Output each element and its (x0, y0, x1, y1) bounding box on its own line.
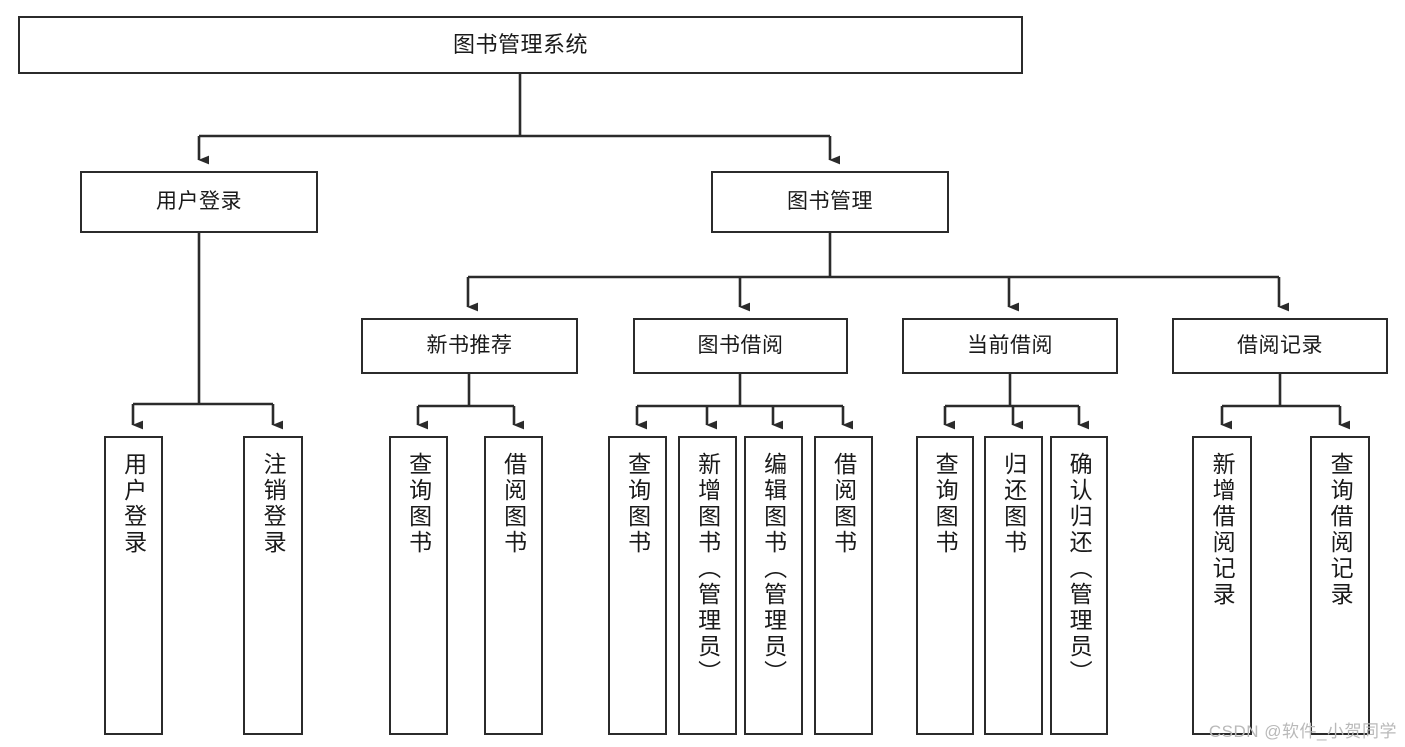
node-label: 借阅图书 (500, 452, 527, 556)
node-label: 注销登录 (260, 452, 287, 556)
edge-user-login-to-leaves (131, 233, 284, 430)
node-label: 新增图书（管理员） (694, 452, 721, 686)
edge-current-borrow-to-leaves (943, 374, 1090, 430)
edge-root-to-level1 (197, 74, 841, 165)
edge-book-manage-to-level2 (466, 233, 1290, 312)
node-label: 编辑图书（管理员） (760, 452, 787, 686)
node-leaf-query-book-borrow[interactable]: 查询图书 (608, 436, 667, 735)
node-new-book-recommend[interactable]: 新书推荐 (361, 318, 578, 374)
edge-new-book-recommend-to-leaves (416, 374, 525, 430)
node-leaf-query-book-current[interactable]: 查询图书 (916, 436, 974, 735)
node-label: 图书管理系统 (452, 32, 588, 58)
node-label: 用户登录 (120, 452, 147, 556)
node-book-manage[interactable]: 图书管理 (711, 171, 949, 233)
node-label: 当前借阅 (967, 333, 1053, 357)
node-label: 新增借阅记录 (1209, 452, 1236, 608)
edge-book-borrow-to-leaves (635, 374, 854, 430)
node-leaf-borrow-book-recommend[interactable]: 借阅图书 (484, 436, 543, 735)
node-borrow-record[interactable]: 借阅记录 (1172, 318, 1388, 374)
node-label: 归还图书 (1000, 452, 1027, 556)
node-leaf-confirm-return-admin[interactable]: 确认归还（管理员） (1050, 436, 1108, 735)
node-root-system[interactable]: 图书管理系统 (18, 16, 1023, 74)
node-leaf-add-book-admin[interactable]: 新增图书（管理员） (678, 436, 737, 735)
node-label: 图书借阅 (697, 333, 784, 357)
node-leaf-add-borrow-record[interactable]: 新增借阅记录 (1192, 436, 1252, 735)
node-user-login[interactable]: 用户登录 (80, 171, 318, 233)
csdn-watermark: CSDN @软件_小贺同学 (1208, 722, 1397, 741)
node-label: 借阅图书 (830, 452, 857, 556)
node-book-borrow[interactable]: 图书借阅 (633, 318, 848, 374)
node-leaf-edit-book-admin[interactable]: 编辑图书（管理员） (744, 436, 803, 735)
node-label: 查询图书 (624, 452, 651, 556)
node-label: 用户登录 (156, 189, 242, 213)
node-label: 确认归还（管理员） (1066, 452, 1093, 686)
node-label: 查询图书 (932, 452, 959, 556)
node-leaf-query-book-recommend[interactable]: 查询图书 (389, 436, 448, 735)
node-label: 查询图书 (405, 452, 432, 556)
node-leaf-return-book[interactable]: 归还图书 (984, 436, 1043, 735)
node-leaf-borrow-book[interactable]: 借阅图书 (814, 436, 873, 735)
node-leaf-user-login[interactable]: 用户登录 (104, 436, 163, 735)
node-label: 新书推荐 (426, 333, 513, 357)
node-label: 图书管理 (787, 189, 873, 213)
edge-borrow-record-to-leaves (1220, 374, 1351, 430)
node-label: 借阅记录 (1237, 333, 1323, 357)
node-leaf-logout[interactable]: 注销登录 (243, 436, 303, 735)
node-current-borrow[interactable]: 当前借阅 (902, 318, 1118, 374)
node-label: 查询借阅记录 (1327, 452, 1354, 608)
node-leaf-query-borrow-record[interactable]: 查询借阅记录 (1310, 436, 1370, 735)
